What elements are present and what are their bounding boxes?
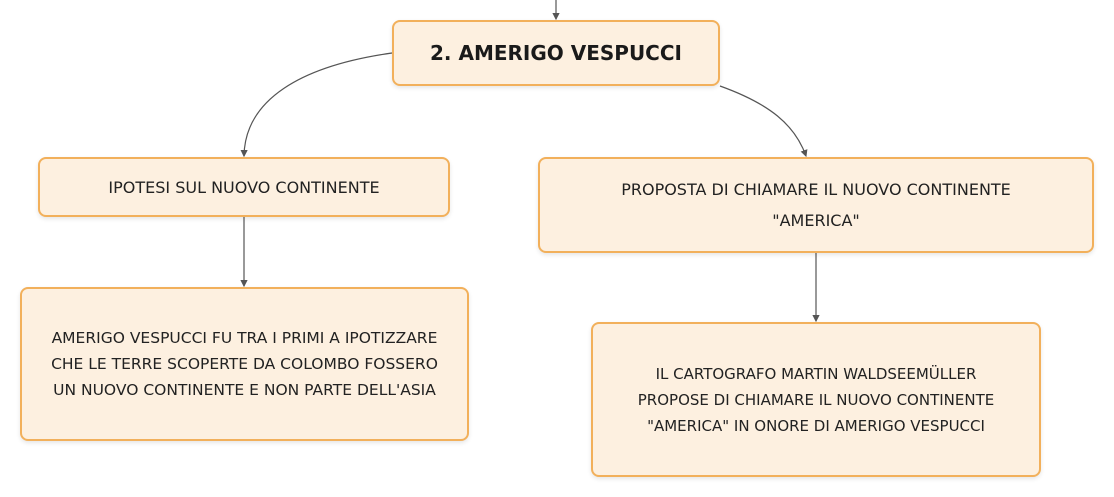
branch-node-ipotesi[interactable]: IPOTESI SUL NUOVO CONTINENTE: [38, 157, 450, 217]
root-node-label: 2. AMERIGO VESPUCCI: [430, 41, 682, 65]
detail-node-label: AMERIGO VESPUCCI FU TRA I PRIMI A IPOTIZ…: [51, 329, 438, 399]
detail-node-ipotesi[interactable]: AMERIGO VESPUCCI FU TRA I PRIMI A IPOTIZ…: [20, 287, 469, 441]
connector-root-to-left-branch: [240, 52, 393, 158]
detail-node-label: IL CARTOGRAFO MARTIN WALDSEEMÜLLER PROPO…: [637, 364, 995, 435]
root-node-amerigo-vespucci[interactable]: 2. AMERIGO VESPUCCI: [392, 20, 720, 86]
connector-root-to-right-branch: [719, 85, 808, 158]
branch-node-label: PROPOSTA DI CHIAMARE IL NUOVO CONTINENTE…: [621, 180, 1011, 230]
branch-node-label: IPOTESI SUL NUOVO CONTINENTE: [108, 177, 380, 197]
detail-node-waldseemuller[interactable]: IL CARTOGRAFO MARTIN WALDSEEMÜLLER PROPO…: [591, 322, 1041, 477]
branch-node-proposta-america[interactable]: PROPOSTA DI CHIAMARE IL NUOVO CONTINENTE…: [538, 157, 1094, 253]
